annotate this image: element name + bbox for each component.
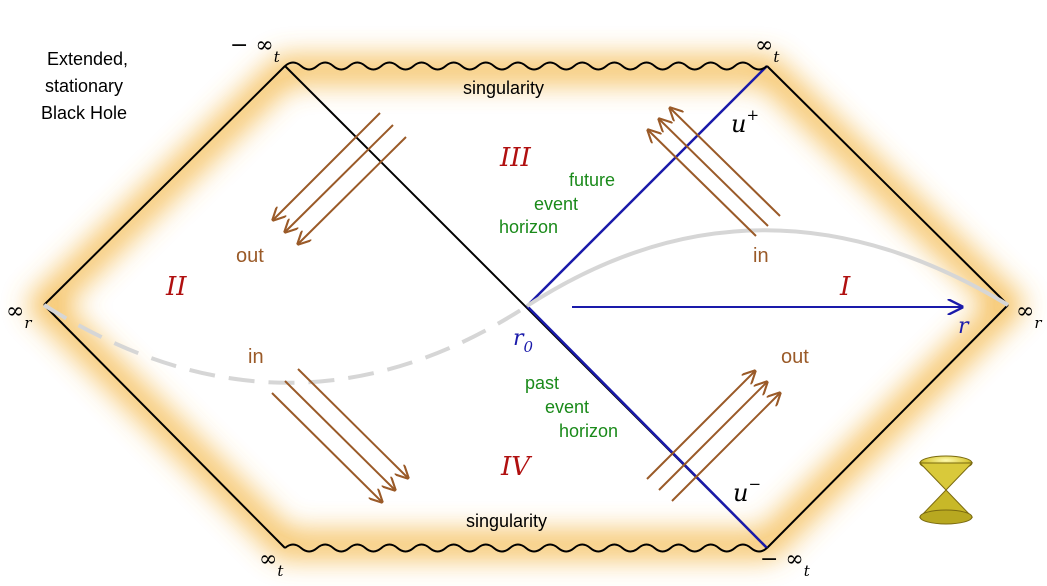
infinity-top-right: ∞t: [755, 33, 780, 66]
ray-label-left-top-out: out: [236, 245, 264, 267]
ray-bundle-left-top: [273, 112, 407, 244]
region-II-label: II: [165, 272, 187, 302]
future-horizon-text-2: event: [534, 194, 578, 214]
region-I-label: I: [839, 272, 851, 302]
future-horizon-text-3: horizon: [499, 217, 558, 237]
event-horizons: [526, 65, 768, 549]
ray-label-right-top-in: in: [753, 245, 769, 267]
region-III-label: III: [499, 143, 532, 173]
singularity-top-line: [284, 61, 768, 71]
future-horizon-line: [526, 65, 768, 307]
light-cone-icon: [918, 455, 974, 525]
infinity-right: ∞r: [1016, 299, 1042, 332]
constant-r-curve-right: [525, 228, 1010, 308]
u-plus-label: u+: [731, 106, 759, 138]
ray-bundle-right-bottom: [646, 371, 780, 502]
ray-label-left-bottom-in: in: [248, 346, 264, 368]
infinity-bottom-left: ∞t: [259, 547, 284, 580]
r0-label: r0: [513, 326, 534, 356]
past-horizon-text-2: event: [545, 397, 589, 417]
singularity-top-label: singularity: [463, 78, 544, 98]
title-line-2: stationary: [45, 76, 123, 96]
ray-bundle-right-top: [648, 108, 781, 237]
r-axis-label: r: [958, 314, 970, 339]
future-horizon-text-1: future: [569, 170, 615, 190]
region-IV-label: IV: [500, 452, 532, 482]
infinity-bottom-right: − ∞t: [760, 547, 811, 580]
title-line-1: Extended,: [47, 49, 128, 69]
singularity-bottom-label: singularity: [466, 511, 547, 531]
u-minus-label: u−: [733, 475, 761, 507]
ray-label-right-bottom-out: out: [781, 346, 809, 368]
past-horizon-text-1: past: [525, 373, 559, 393]
title-line-3: Black Hole: [41, 103, 127, 123]
ray-bundle-left-bottom: [271, 368, 408, 502]
past-horizon-line: [526, 305, 768, 549]
singularity-bottom-line: [284, 543, 768, 553]
infinity-left: ∞r: [6, 299, 32, 332]
infinity-top-left: − ∞t: [230, 33, 281, 66]
past-horizon-text-3: horizon: [559, 421, 618, 441]
